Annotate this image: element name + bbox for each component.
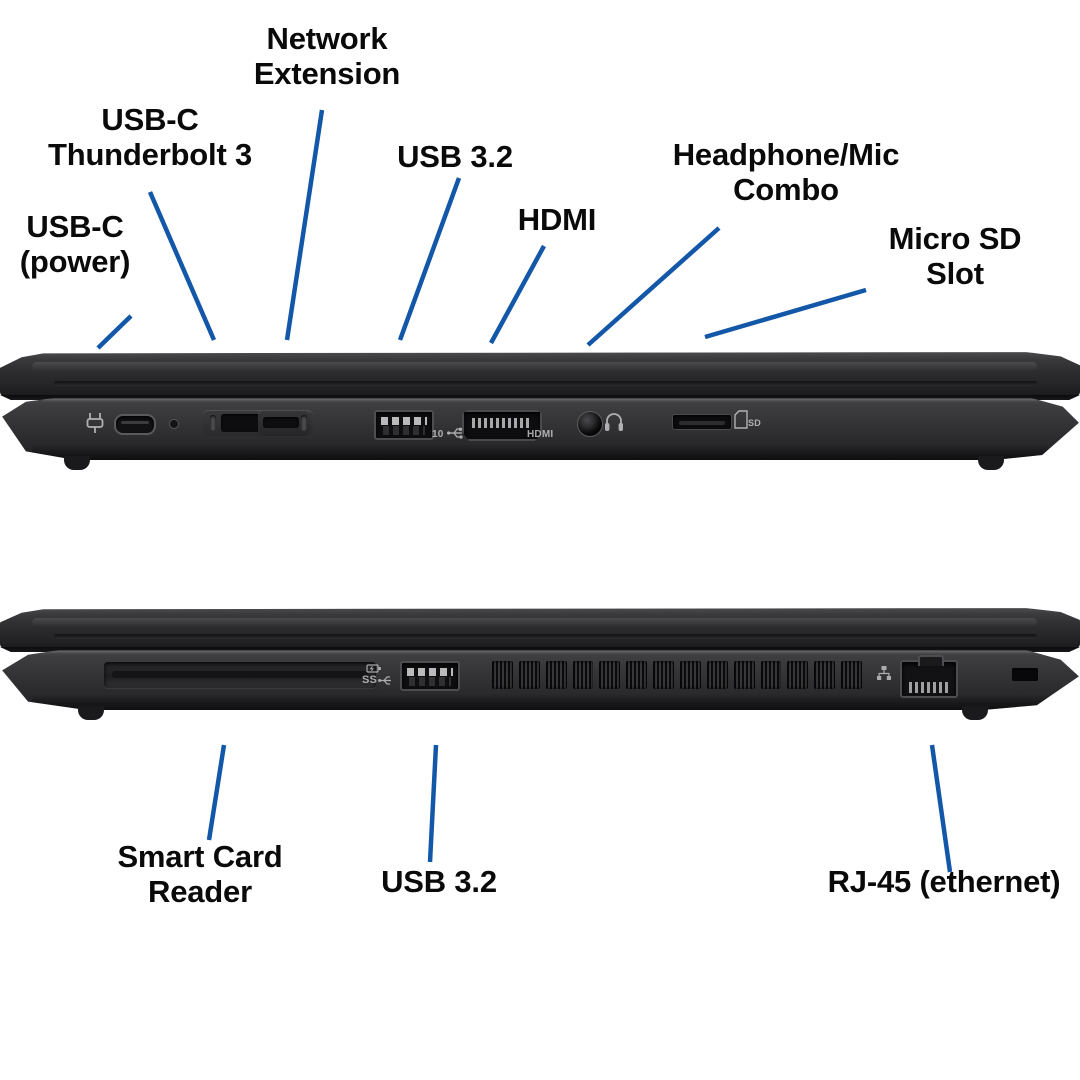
callout-micro-sd: Micro SD Slot <box>888 221 1022 291</box>
base-shadow <box>32 694 1048 710</box>
laptop-base-top <box>2 398 1079 460</box>
callout-network-extension: Network Extension <box>253 21 401 91</box>
leader-hdmi <box>489 244 546 345</box>
laptop-right-side-view: SS <box>0 608 1080 720</box>
leader-rj-45 <box>929 744 953 873</box>
leader-usb-3-2 <box>397 177 462 341</box>
laptop-left-side-view: 10 HDMI <box>0 352 1080 472</box>
rubber-foot <box>78 706 104 720</box>
base-highlight <box>43 399 1037 402</box>
leader-smart-card-reader <box>206 744 227 841</box>
lid-seam <box>54 381 1037 386</box>
leader-usb-c-power <box>96 314 133 350</box>
rubber-foot <box>64 456 90 470</box>
lid-highlight <box>32 618 1037 627</box>
rubber-foot <box>978 456 1004 470</box>
laptop-lid-bottom <box>0 608 1080 648</box>
lid-seam <box>54 634 1037 639</box>
base-highlight <box>43 651 1037 654</box>
base-shadow <box>32 444 1048 460</box>
callout-usb-c-power: USB-C (power) <box>19 209 131 279</box>
callout-rj-45: RJ-45 (ethernet) <box>827 864 1061 899</box>
lid-base-gap <box>0 647 1080 652</box>
lid-highlight <box>32 362 1037 371</box>
callout-usb-c-thunderbolt: USB-C Thunderbolt 3 <box>47 102 253 172</box>
leader-usb-c-thunderbolt <box>147 191 217 341</box>
leader-network-extension <box>284 109 325 341</box>
callout-smart-card-reader: Smart Card Reader <box>117 839 283 909</box>
callout-hdmi: HDMI <box>517 202 597 237</box>
callout-usb-3-2: USB 3.2 <box>397 139 513 174</box>
callout-usb-3-2-right: USB 3.2 <box>381 864 497 899</box>
callout-headphone-mic: Headphone/Mic Combo <box>672 137 900 207</box>
laptop-lid-top <box>0 352 1080 396</box>
leader-usb-3-2-right <box>427 744 439 863</box>
leader-micro-sd <box>704 287 867 340</box>
leader-headphone-mic <box>586 226 721 347</box>
lid-base-gap <box>0 395 1080 400</box>
laptop-base-bottom <box>2 650 1079 710</box>
rubber-foot <box>962 706 988 720</box>
